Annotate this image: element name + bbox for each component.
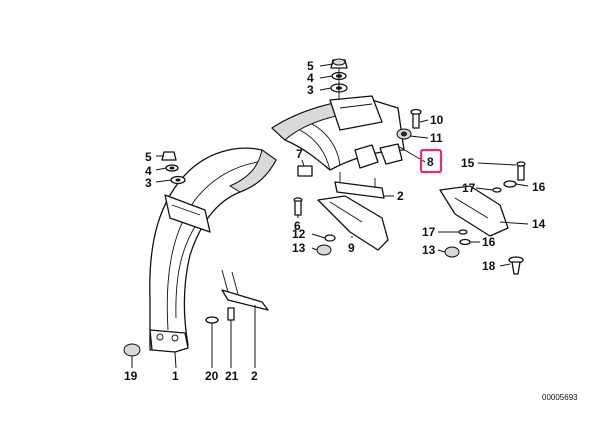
highlight-box — [419, 148, 443, 174]
plate-icon[interactable] — [439, 185, 509, 237]
callout-11[interactable]: 11 — [430, 131, 443, 145]
mounting-strap-icon[interactable] — [221, 269, 269, 311]
support-plate-icon[interactable] — [317, 195, 389, 251]
callout-19[interactable]: 19 — [124, 369, 138, 383]
bolt-icon[interactable] — [516, 161, 526, 181]
clip-icon[interactable] — [297, 165, 313, 177]
rubber-buffer-icon[interactable] — [396, 128, 412, 140]
washer-icon[interactable] — [459, 238, 471, 246]
callout-16[interactable]: 16 — [532, 180, 546, 194]
rubber-buffer-icon[interactable] — [444, 246, 460, 258]
callout-12[interactable]: 12 — [292, 227, 306, 241]
bracket-icon[interactable] — [334, 172, 385, 199]
callout-20[interactable]: 20 — [205, 369, 219, 383]
callout-14[interactable]: 14 — [532, 217, 546, 231]
callout-labels: 5 4 3 10 11 8 15 16 7 5 4 3 2 17 14 6 12… — [124, 59, 546, 383]
callout-2[interactable]: 2 — [397, 189, 404, 203]
callout-4[interactable]: 4 — [145, 164, 152, 178]
screw-icon[interactable] — [293, 197, 303, 216]
callout-21[interactable]: 21 — [225, 369, 239, 383]
expanding-rivet-icon[interactable] — [508, 256, 524, 275]
washer-icon[interactable] — [170, 175, 186, 185]
callout-16[interactable]: 16 — [482, 235, 496, 249]
rubber-buffer-icon[interactable] — [123, 343, 141, 357]
nut-icon[interactable] — [161, 151, 177, 161]
callout-6[interactable]: 6 — [294, 219, 301, 233]
callout-7[interactable]: 7 — [296, 147, 303, 161]
washer-icon[interactable] — [492, 187, 502, 193]
callout-3[interactable]: 3 — [145, 176, 152, 190]
callout-17[interactable]: 17 — [422, 225, 436, 239]
callout-2[interactable]: 2 — [251, 369, 258, 383]
callout-3[interactable]: 3 — [307, 83, 314, 97]
callout-10[interactable]: 10 — [430, 113, 444, 127]
washer-icon[interactable] — [324, 234, 336, 242]
mudguard-rear-icon[interactable] — [271, 95, 405, 171]
washer-icon[interactable] — [458, 229, 468, 235]
washer-icon[interactable] — [503, 180, 517, 188]
callout-17[interactable]: 17 — [462, 181, 476, 195]
rubber-buffer-icon[interactable] — [316, 244, 332, 256]
callout-18[interactable]: 18 — [482, 259, 496, 273]
nut-icon[interactable] — [330, 58, 348, 69]
callout-1[interactable]: 1 — [172, 369, 179, 383]
callout-5[interactable]: 5 — [307, 59, 314, 73]
diagram-code: 00005693 — [542, 393, 578, 402]
callout-9[interactable]: 9 — [348, 241, 355, 255]
mudguard-front-icon[interactable] — [149, 147, 277, 353]
callout-13[interactable]: 13 — [422, 243, 436, 257]
washer-icon[interactable] — [165, 164, 179, 172]
callout-5[interactable]: 5 — [145, 150, 152, 164]
screw-icon[interactable] — [227, 307, 235, 321]
washer-icon[interactable] — [205, 316, 219, 324]
callout-4[interactable]: 4 — [307, 71, 314, 85]
callout-15[interactable]: 15 — [461, 156, 475, 170]
bolt-icon[interactable] — [410, 108, 422, 129]
leader-lines — [131, 63, 529, 369]
callout-8[interactable]: 8 — [427, 155, 434, 169]
callout-13[interactable]: 13 — [292, 241, 306, 255]
